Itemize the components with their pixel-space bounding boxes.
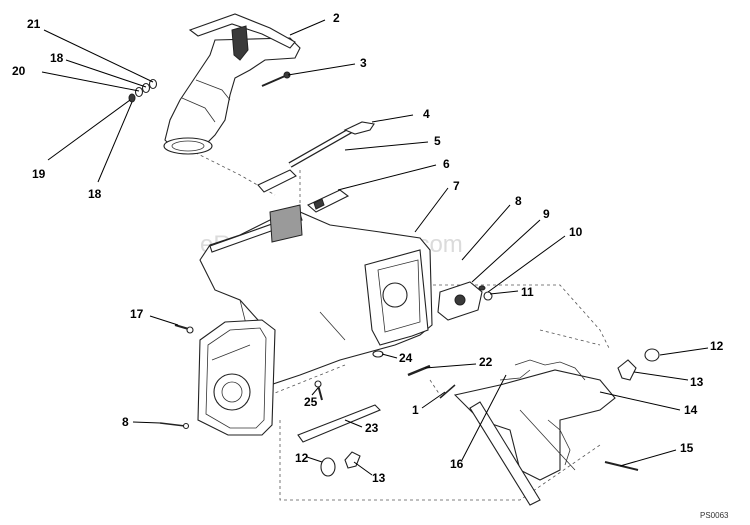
callout-19: 19 [32,167,46,181]
callout-12: 12 [710,339,724,353]
scraper-bar[interactable] [297,404,381,443]
callout-6: 6 [443,157,450,171]
leader-lines [41,19,709,476]
callout-22: 22 [479,355,493,369]
callout-4: 4 [423,107,430,121]
callout-13: 13 [690,375,704,389]
callout-13b: 13 [372,471,386,485]
callout-24: 24 [399,351,413,365]
callout-20: 20 [12,64,26,78]
bearing-plate[interactable] [437,281,483,321]
callout-18: 18 [50,51,64,65]
callout-16: 16 [450,457,464,471]
callout-25: 25 [304,395,318,409]
auger-housing[interactable] [199,204,433,386]
callout-1: 1 [412,403,419,417]
chute-crank-rod[interactable] [257,121,375,193]
callout-21: 21 [27,17,41,31]
shear-pin-22[interactable] [407,364,431,377]
bolt-11[interactable] [478,285,486,291]
bushing-12-lower[interactable] [320,457,336,477]
pin-24[interactable] [372,350,384,358]
bolt-25[interactable] [314,380,323,401]
bracket-13-upper[interactable] [617,359,637,381]
document-id: PS0063 [700,511,729,520]
nut-10[interactable] [483,291,493,301]
callout-17: 17 [130,307,144,321]
bolt-1[interactable] [439,384,456,399]
callout-15: 15 [680,441,694,455]
auger-assembly[interactable] [453,359,616,506]
bolt-3[interactable] [261,71,291,87]
discharge-chute[interactable] [163,13,301,155]
bracket-13-lower[interactable] [344,451,361,469]
bushing-12-upper[interactable] [644,348,660,362]
callout-8: 8 [515,194,522,208]
callout-18b: 18 [88,187,102,201]
callout-8b: 8 [122,415,129,429]
assembly-guide-lines [189,149,611,501]
callout-7: 7 [453,179,460,193]
callout-9: 9 [543,207,550,221]
bolt-8-lower[interactable] [159,422,190,430]
crank-bracket[interactable] [307,189,350,213]
callout-23: 23 [365,421,379,435]
callout-5: 5 [434,134,441,148]
callout-2: 2 [333,11,340,25]
callout-10: 10 [569,225,583,239]
callout-labels: 2 3 21 18 20 19 18 4 5 6 7 8 9 10 11 12 … [12,11,724,485]
callout-12b: 12 [295,451,309,465]
callout-11: 11 [521,285,534,299]
callout-14: 14 [684,403,698,417]
bolt-17[interactable] [174,324,194,334]
callout-3: 3 [360,56,367,70]
left-side-plate[interactable] [197,319,276,436]
